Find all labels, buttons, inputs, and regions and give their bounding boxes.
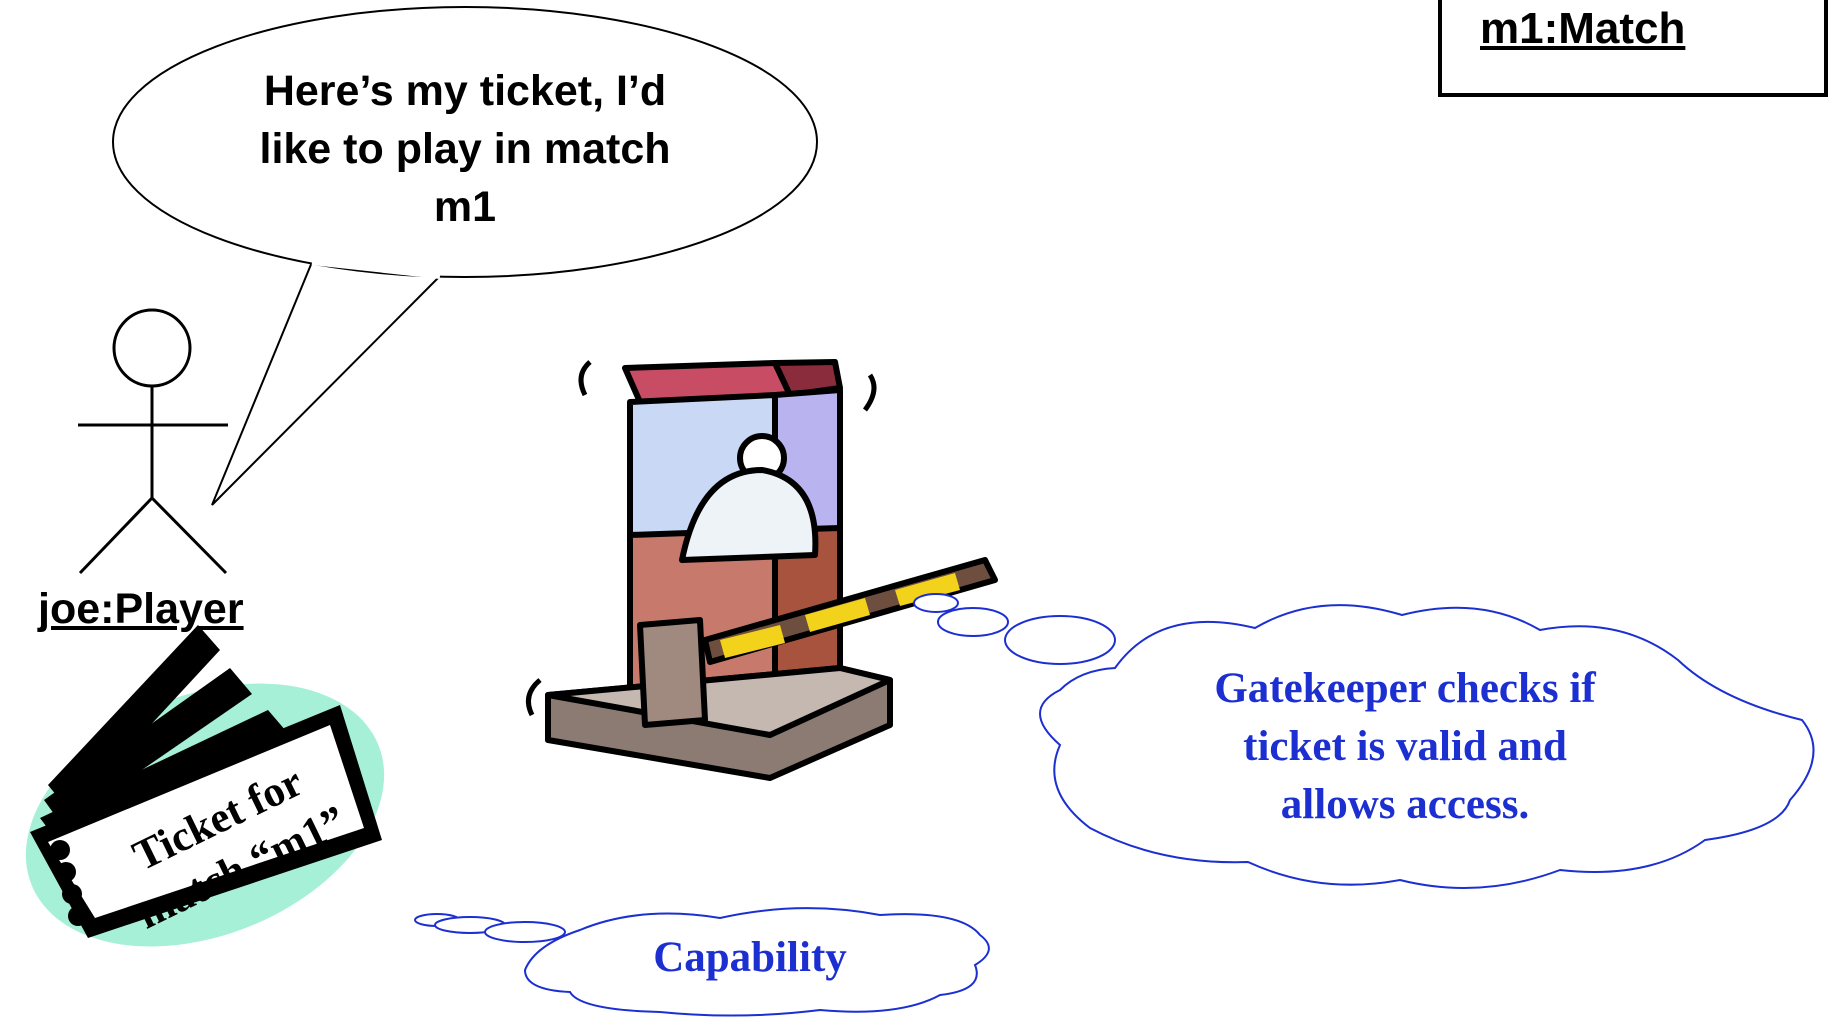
- gatekeeper-line: ticket is valid and: [1130, 718, 1680, 776]
- speech-bubble-text: Here’s my ticket, I’d like to play in ma…: [170, 62, 760, 236]
- speech-line: m1: [170, 178, 760, 236]
- player-stick-figure-icon: [78, 310, 228, 573]
- capability-label: Capability: [600, 933, 900, 982]
- speech-line: like to play in match: [170, 120, 760, 178]
- match-object-label: m1:Match: [1480, 4, 1685, 54]
- guard-booth-icon: [528, 362, 995, 778]
- gatekeeper-line: Gatekeeper checks if: [1130, 660, 1680, 718]
- speech-line: Here’s my ticket, I’d: [170, 62, 760, 120]
- gatekeeper-thought-text: Gatekeeper checks if ticket is valid and…: [1130, 660, 1680, 834]
- player-label: joe:Player: [38, 585, 244, 634]
- gatekeeper-line: allows access.: [1130, 776, 1680, 834]
